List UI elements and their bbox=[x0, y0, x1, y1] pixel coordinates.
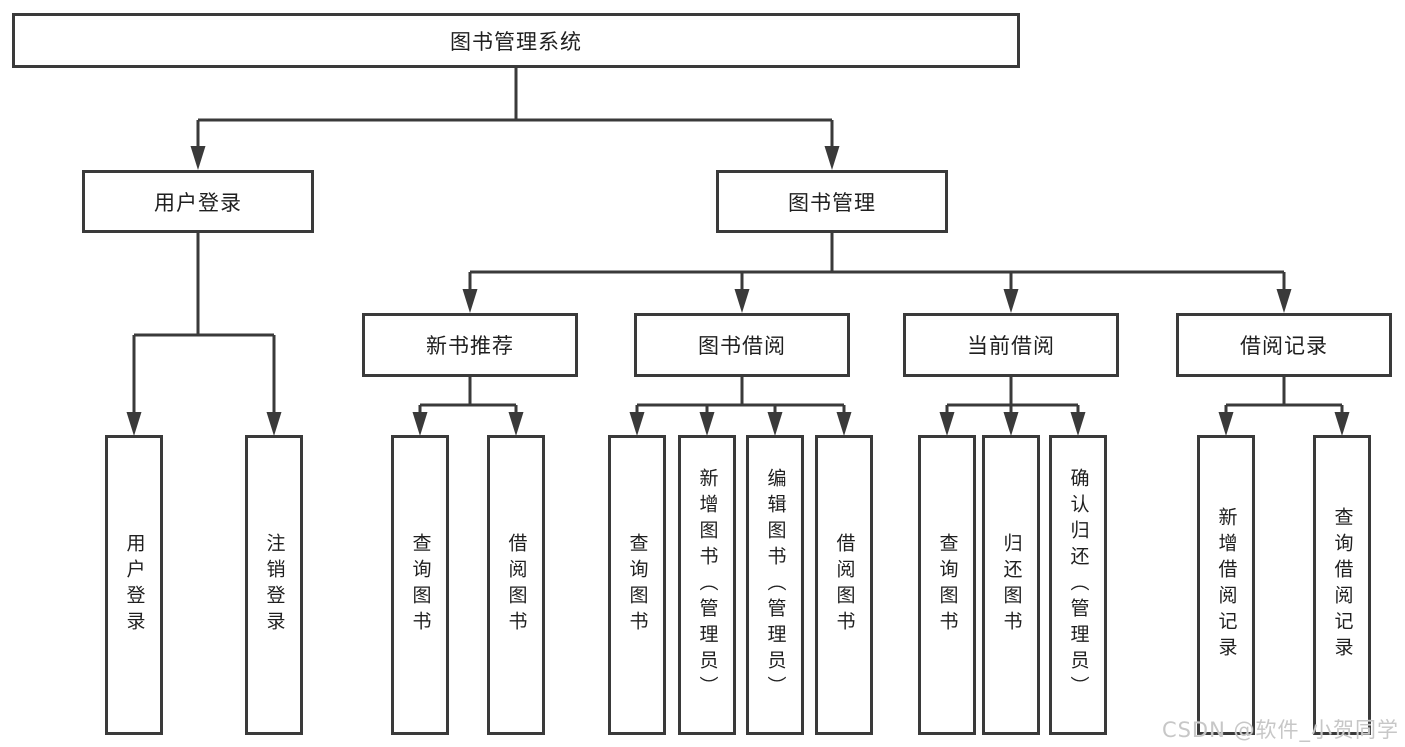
leaf-current-confirm-return-admin: 确认归还（管理员） bbox=[1049, 435, 1107, 735]
node-label: 注销登录 bbox=[263, 533, 286, 637]
node-user-login: 用户登录 bbox=[82, 170, 314, 233]
leaf-borrowing-add-books-admin: 新增图书（管理员） bbox=[678, 435, 736, 735]
node-label: 新增借阅记录 bbox=[1215, 507, 1238, 663]
node-book-management: 图书管理 bbox=[716, 170, 948, 233]
node-label: 查询图书 bbox=[626, 533, 649, 637]
leaf-user-login: 用户登录 bbox=[105, 435, 163, 735]
node-label: 借阅图书 bbox=[505, 533, 528, 637]
node-book-borrowing: 图书借阅 bbox=[634, 313, 850, 377]
node-label: 借阅图书 bbox=[833, 533, 856, 637]
leaf-current-return-books: 归还图书 bbox=[982, 435, 1040, 735]
node-label: 查询图书 bbox=[409, 533, 432, 637]
node-label: 归还图书 bbox=[1000, 533, 1023, 637]
leaf-records-add-borrow-record: 新增借阅记录 bbox=[1197, 435, 1255, 735]
node-label: 图书管理 bbox=[788, 190, 876, 215]
node-label: 编辑图书（管理员） bbox=[764, 468, 787, 702]
node-label: 查询图书 bbox=[936, 533, 959, 637]
node-library-management-system: 图书管理系统 bbox=[12, 13, 1020, 68]
node-label: 确认归还（管理员） bbox=[1067, 468, 1090, 702]
node-label: 借阅记录 bbox=[1240, 334, 1328, 358]
node-label: 用户登录 bbox=[154, 190, 242, 215]
node-label: 图书借阅 bbox=[698, 334, 786, 358]
leaf-borrowing-borrow-books: 借阅图书 bbox=[815, 435, 873, 735]
leaf-newbook-query-books: 查询图书 bbox=[391, 435, 449, 735]
watermark: CSDN @软件_小贺同学 bbox=[1161, 718, 1399, 742]
node-label: 查询借阅记录 bbox=[1331, 507, 1354, 663]
leaf-borrowing-edit-books-admin: 编辑图书（管理员） bbox=[746, 435, 804, 735]
leaf-logout-login: 注销登录 bbox=[245, 435, 303, 735]
leaf-current-query-books: 查询图书 bbox=[918, 435, 976, 735]
node-label: 新书推荐 bbox=[426, 334, 514, 358]
node-label: 用户登录 bbox=[123, 533, 146, 637]
node-borrowing-records: 借阅记录 bbox=[1176, 313, 1392, 377]
node-current-borrowing: 当前借阅 bbox=[903, 313, 1119, 377]
leaf-borrowing-query-books: 查询图书 bbox=[608, 435, 666, 735]
node-label: 图书管理系统 bbox=[450, 29, 582, 54]
leaf-records-query-borrow-record: 查询借阅记录 bbox=[1313, 435, 1371, 735]
leaf-newbook-borrow-books: 借阅图书 bbox=[487, 435, 545, 735]
node-label: 新增图书（管理员） bbox=[696, 468, 719, 702]
node-new-book-recommend: 新书推荐 bbox=[362, 313, 578, 377]
node-label: 当前借阅 bbox=[967, 334, 1055, 358]
